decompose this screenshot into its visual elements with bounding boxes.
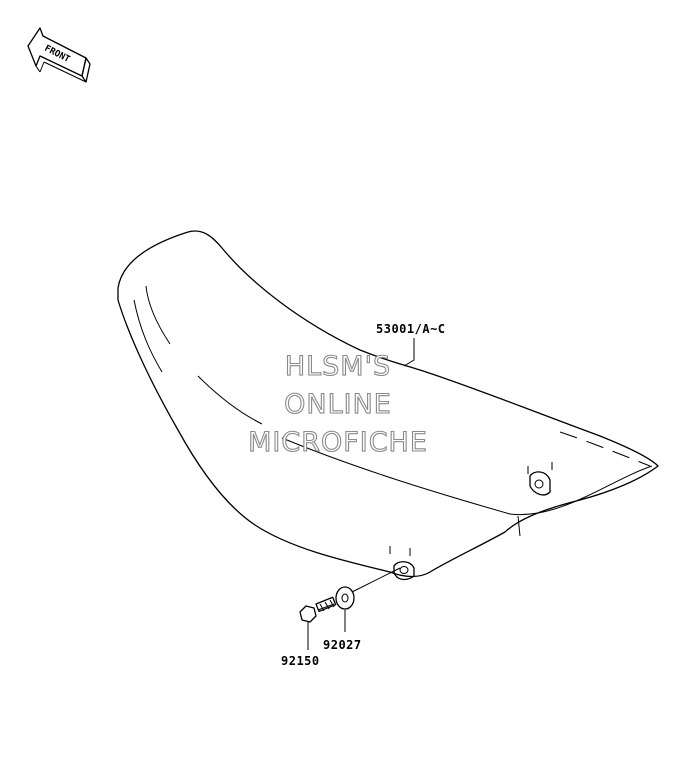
- front-label: FRONT: [43, 44, 72, 65]
- watermark-line-3: MICROFICHE: [248, 427, 428, 458]
- collar-washer-icon: [335, 567, 401, 632]
- collar-part-number: 92027: [323, 638, 362, 652]
- seat-part-number: 53001/A~C: [376, 322, 446, 336]
- seat-leader-line: [403, 338, 415, 367]
- watermark: HLSM'S ONLINE MICROFICHE: [248, 350, 428, 458]
- front-arrow-icon: FRONT: [27, 27, 91, 83]
- watermark-line-2: ONLINE: [284, 389, 392, 420]
- watermark-line-1: HLSM'S: [285, 351, 391, 382]
- seat-drawing: [117, 230, 659, 581]
- bolt-icon: [299, 596, 337, 650]
- bolt-part-number: 92150: [281, 654, 320, 668]
